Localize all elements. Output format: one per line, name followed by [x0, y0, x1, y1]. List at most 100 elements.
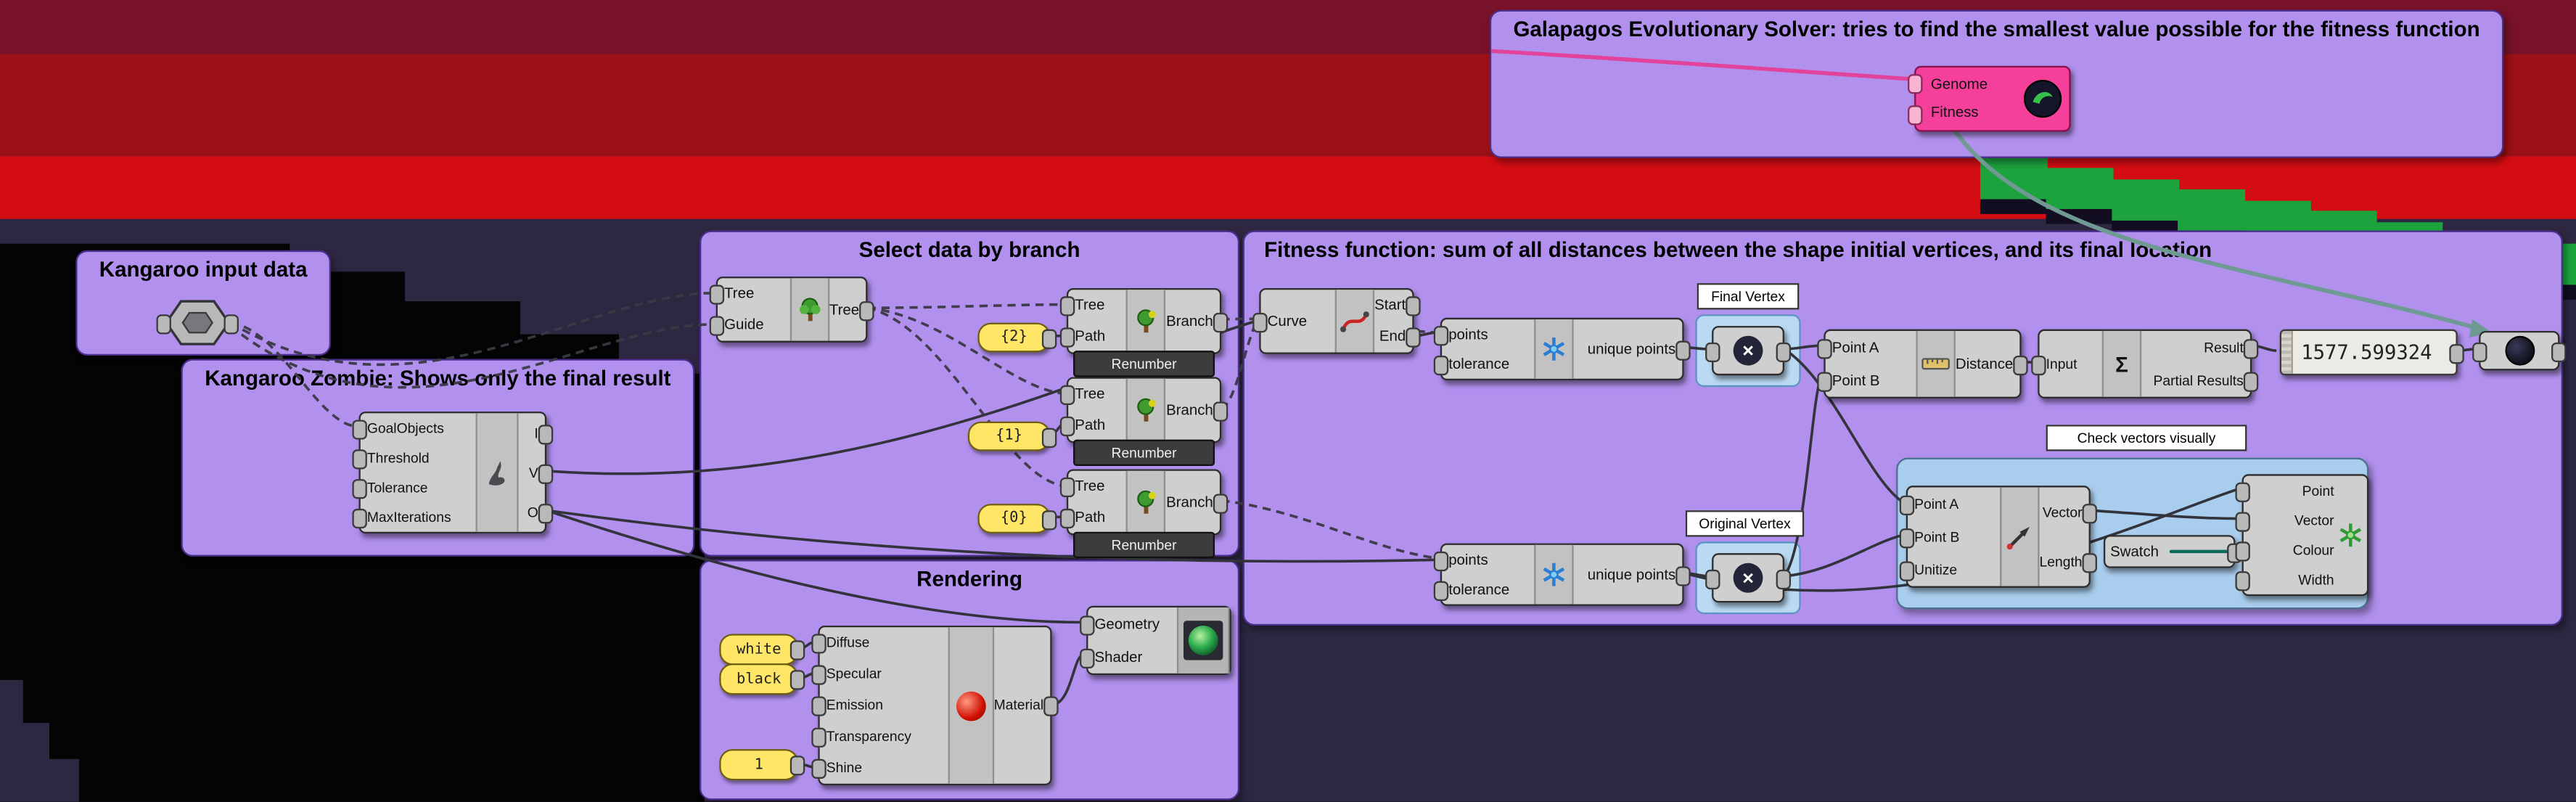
- output-socket[interactable]: [2449, 344, 2464, 364]
- output-socket[interactable]: [1041, 510, 1057, 531]
- output-socket[interactable]: [223, 314, 239, 335]
- input-socket[interactable]: [1080, 648, 1095, 668]
- input-socket[interactable]: [1908, 74, 1923, 94]
- renumber-bar[interactable]: Renumber: [1072, 439, 1215, 466]
- wire[interactable]: [229, 323, 713, 389]
- wire[interactable]: [1783, 378, 1822, 577]
- tree-selector-component[interactable]: Tree Guide Tree: [709, 277, 874, 343]
- wire[interactable]: [546, 509, 1437, 563]
- output-socket[interactable]: [538, 464, 554, 484]
- input-socket[interactable]: [352, 420, 367, 440]
- original-vertex-label[interactable]: Original Vertex: [1685, 510, 1805, 537]
- input-socket[interactable]: [1817, 339, 1832, 359]
- vector-2pt-component[interactable]: Point A Point B Unitize Vector Length: [1899, 486, 2097, 588]
- input-socket[interactable]: [1059, 416, 1075, 437]
- input-socket[interactable]: [1705, 342, 1720, 363]
- input-socket[interactable]: [1433, 581, 1449, 601]
- output-socket[interactable]: [2082, 553, 2097, 573]
- genome-wire[interactable]: [1491, 49, 1911, 81]
- distance-component[interactable]: Point A Point B Distance: [1817, 329, 2028, 398]
- wire[interactable]: [1221, 499, 1437, 560]
- input-socket[interactable]: [156, 314, 171, 335]
- wire[interactable]: [230, 321, 356, 428]
- input-socket[interactable]: [2472, 342, 2487, 363]
- swatch-color[interactable]: [2168, 549, 2229, 554]
- output-socket[interactable]: [1776, 569, 1792, 590]
- input-socket[interactable]: [2031, 355, 2046, 376]
- material-component[interactable]: Diffuse Specular Emission Transparency S…: [811, 625, 1059, 786]
- wire[interactable]: [546, 509, 1083, 624]
- input-socket[interactable]: [811, 727, 826, 748]
- input-socket[interactable]: [352, 449, 367, 470]
- output-socket[interactable]: [1675, 340, 1691, 361]
- input-socket[interactable]: [811, 696, 826, 716]
- branch-index-panel[interactable]: {0}: [977, 504, 1057, 533]
- input-socket[interactable]: [1433, 355, 1449, 376]
- output-socket[interactable]: [1776, 342, 1792, 363]
- input-socket[interactable]: [2235, 571, 2250, 592]
- output-socket[interactable]: [1213, 312, 1228, 333]
- shine-panel[interactable]: 1: [719, 749, 805, 781]
- input-socket[interactable]: [352, 508, 367, 529]
- output-socket[interactable]: [538, 504, 554, 524]
- output-socket[interactable]: [1213, 401, 1228, 422]
- unique-points-component[interactable]: points tolerance unique points: [1433, 543, 1691, 606]
- input-socket[interactable]: [1059, 385, 1075, 406]
- input-socket[interactable]: [1899, 561, 1915, 581]
- input-socket[interactable]: [1433, 326, 1449, 346]
- zombie-solver-component[interactable]: GoalObjects Threshold Tolerance MaxItera…: [352, 412, 554, 533]
- wire[interactable]: [1784, 533, 1903, 578]
- wire[interactable]: [1783, 348, 1904, 504]
- output-socket[interactable]: [1041, 329, 1057, 349]
- wire[interactable]: [867, 306, 1064, 395]
- color-panel-black[interactable]: black: [719, 663, 805, 695]
- list-item-component[interactable]: ×: [1705, 326, 1792, 376]
- output-socket[interactable]: [1213, 494, 1228, 514]
- input-socket[interactable]: [1059, 477, 1075, 498]
- output-socket[interactable]: [789, 756, 805, 776]
- mesh-param[interactable]: [156, 300, 239, 346]
- input-socket[interactable]: [2235, 541, 2250, 562]
- gene-reader-component[interactable]: [2472, 330, 2567, 371]
- input-socket[interactable]: [1908, 105, 1923, 126]
- panel-grip[interactable]: [2281, 330, 2293, 374]
- unique-points-component[interactable]: points tolerance unique points: [1433, 317, 1691, 381]
- output-socket[interactable]: [1041, 427, 1057, 449]
- renumber-bar[interactable]: Renumber: [1072, 351, 1215, 377]
- curve-component[interactable]: Curve Start End: [1252, 287, 1421, 354]
- input-socket[interactable]: [811, 758, 826, 779]
- mass-addition-component[interactable]: Input Σ Result Partial Results: [2031, 329, 2259, 398]
- input-socket[interactable]: [352, 479, 367, 499]
- output-socket[interactable]: [2013, 355, 2028, 376]
- galapagos-solver-component[interactable]: Genome Fitness: [1908, 65, 2071, 132]
- output-socket[interactable]: [2243, 372, 2259, 392]
- output-socket[interactable]: [2243, 339, 2259, 359]
- branch-index-panel[interactable]: {2}: [977, 322, 1057, 353]
- output-socket[interactable]: [1675, 566, 1691, 586]
- wire[interactable]: [867, 303, 1064, 310]
- input-socket[interactable]: [709, 316, 725, 336]
- input-socket[interactable]: [1433, 551, 1449, 572]
- output-socket[interactable]: [1043, 696, 1059, 716]
- tree-branch-component[interactable]: Tree Path Branch: [1059, 287, 1228, 354]
- output-socket[interactable]: [1406, 327, 1421, 348]
- input-socket[interactable]: [1817, 372, 1832, 392]
- output-socket[interactable]: [789, 670, 805, 690]
- renumber-bar[interactable]: Renumber: [1072, 531, 1215, 558]
- input-socket[interactable]: [1059, 508, 1075, 529]
- input-socket[interactable]: [709, 285, 725, 305]
- list-item-component[interactable]: ×: [1705, 553, 1792, 603]
- final-vertex-label[interactable]: Final Vertex: [1697, 283, 1800, 310]
- tree-branch-component[interactable]: Tree Path Branch: [1059, 377, 1228, 443]
- vector-display-component[interactable]: Point Vector Colour Width: [2235, 474, 2369, 597]
- swatch-component[interactable]: Swatch: [2104, 535, 2242, 568]
- input-socket[interactable]: [811, 634, 826, 654]
- fitness-value-panel[interactable]: 1577.599324: [2279, 329, 2464, 376]
- output-socket[interactable]: [2551, 342, 2567, 363]
- check-vectors-label[interactable]: Check vectors visually: [2046, 425, 2247, 451]
- custom-preview-component[interactable]: Geometry Shader: [1080, 605, 1231, 676]
- output-socket[interactable]: [2082, 504, 2097, 524]
- input-socket[interactable]: [2235, 512, 2250, 532]
- input-socket[interactable]: [2235, 482, 2250, 502]
- input-socket[interactable]: [1080, 615, 1095, 636]
